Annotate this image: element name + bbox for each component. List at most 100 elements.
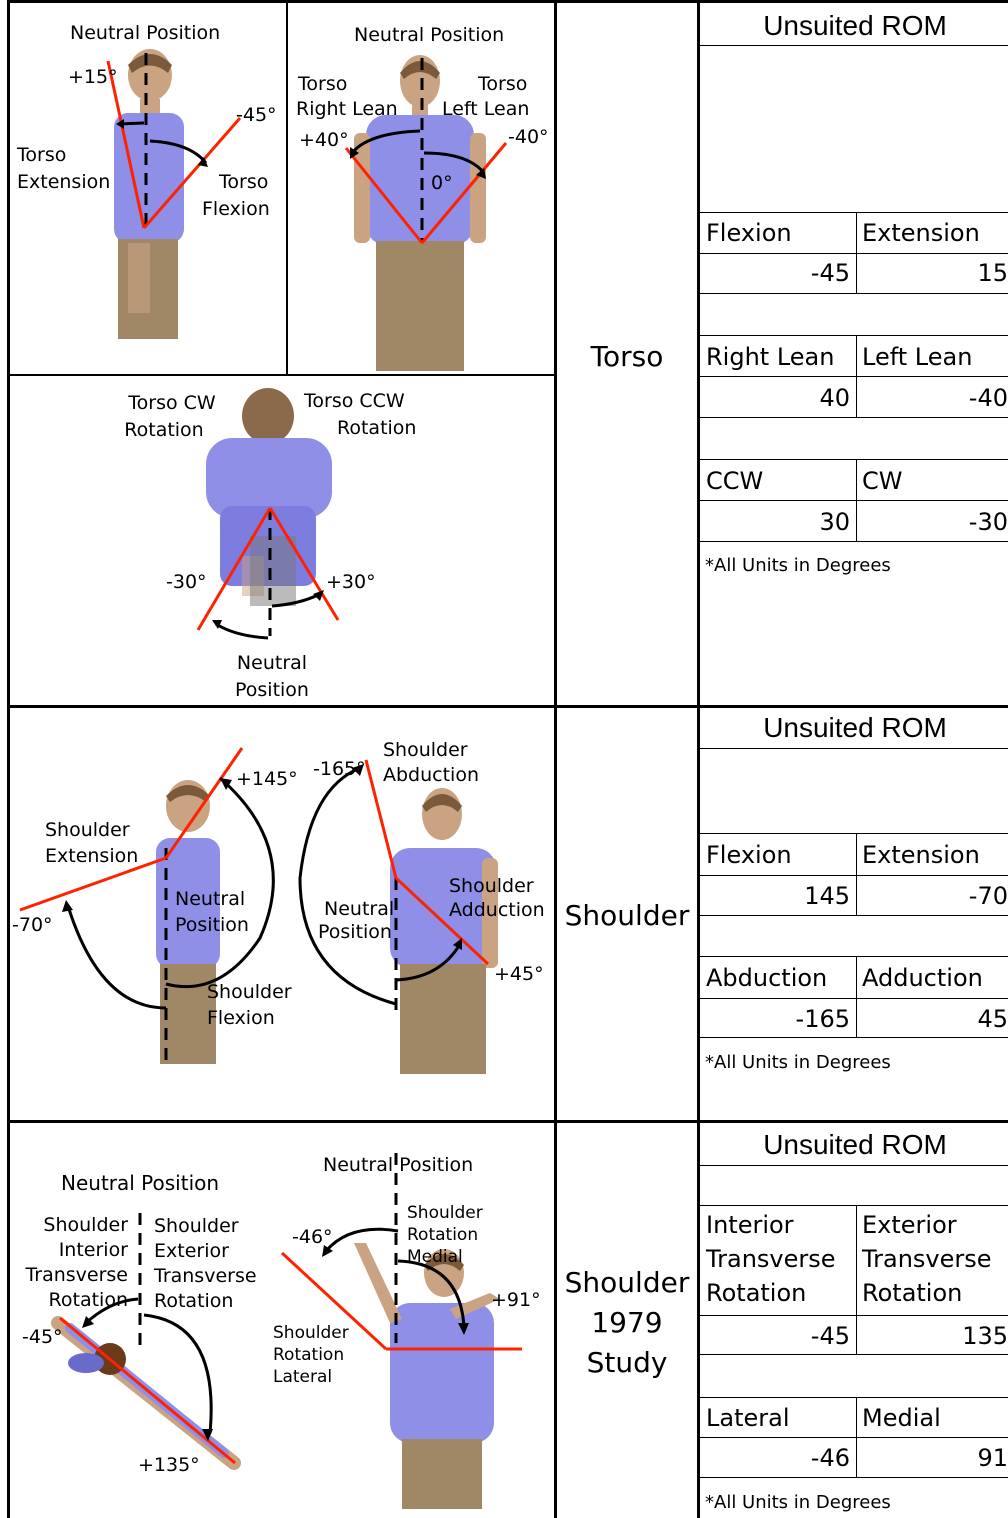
study-v-lateral: -46	[706, 1443, 850, 1473]
torso-tbl-line	[700, 335, 1008, 336]
torso-tbl-line	[700, 253, 1008, 254]
shoulder-h-adduction: Adduction	[862, 963, 983, 993]
region-label-study-3: Study	[557, 1343, 697, 1383]
shoulder-h-extension: Extension	[862, 840, 980, 870]
region-label-torso: Torso	[557, 337, 697, 377]
shoulder-tbl-line	[700, 998, 1008, 999]
torso-front-minus40: -40°	[508, 124, 549, 150]
torso-top-neutral-1: Neutral	[222, 650, 322, 676]
shoulder-plus145: +145°	[236, 766, 298, 792]
torso-v-extension: 15	[862, 258, 1008, 288]
study-h-exterior-3: Rotation	[862, 1278, 962, 1308]
torso-h-cw: CW	[862, 466, 903, 496]
torso-left-lean-label-1: Torso	[478, 71, 527, 97]
torso-tbl-vline	[856, 335, 857, 417]
torso-tbl-line	[700, 376, 1008, 377]
study-tbl-vline	[856, 1205, 857, 1354]
torso-front-zero: 0°	[431, 170, 453, 196]
study-minus45: -45°	[22, 1324, 63, 1350]
study-h-exterior-2: Transverse	[862, 1244, 992, 1274]
shoulder-abduction-label-1: Shoulder	[383, 737, 468, 763]
torso-tbl-line	[700, 212, 1008, 213]
study-minus46: -46°	[292, 1224, 333, 1250]
torso-v-ccw: 30	[706, 507, 850, 537]
study-tbl-line	[700, 1205, 1008, 1206]
study-rom-title: Unsuited ROM	[700, 1129, 1008, 1161]
shoulder-v-extension: -70	[862, 881, 1008, 911]
torso-tbl-line	[700, 417, 1008, 418]
shoulder-neutral-a-1: Neutral	[175, 886, 245, 912]
divider-region-table	[697, 0, 700, 1518]
torso-tbl-vline	[856, 459, 857, 541]
study-neutral-right: Neutral Position	[323, 1152, 473, 1178]
torso-right-lean-label-2: Right Lean	[296, 96, 398, 122]
torso-tbl-line	[700, 293, 1008, 294]
torso-v-left-lean: -40	[862, 383, 1008, 413]
torso-flexion-label-1: Torso	[219, 169, 268, 195]
region-label-shoulder: Shoulder	[557, 896, 697, 936]
study-tbl-line	[700, 1354, 1008, 1355]
shoulder-abduction-label-2: Abduction	[383, 762, 479, 788]
shoulder-extension-label-2: Extension	[45, 843, 138, 869]
shoulder-tbl-line	[700, 875, 1008, 876]
study-units-note: *All Units in Degrees	[705, 1492, 891, 1513]
study-plus135: +135°	[138, 1452, 200, 1478]
study-exterior-1: Shoulder	[154, 1213, 239, 1239]
torso-flexion-label-2: Flexion	[202, 196, 270, 222]
torso-tbl-line	[700, 500, 1008, 501]
study-h-interior-1: Interior	[706, 1210, 794, 1240]
torso-title-underline	[700, 45, 1008, 46]
study-v-medial: 91	[862, 1443, 1008, 1473]
torso-ccw-label-1: Torso CCW	[304, 388, 405, 414]
shoulder-minus70: -70°	[12, 912, 53, 938]
torso-top-plus30: +30°	[326, 569, 376, 595]
torso-right-lean-label-1: Torso	[298, 71, 347, 97]
torso-tbl-line	[700, 459, 1008, 460]
torso-side-minus45: -45°	[236, 102, 277, 128]
study-exterior-2: Exterior	[154, 1238, 229, 1264]
study-h-medial: Medial	[862, 1403, 941, 1433]
shoulder-tbl-line	[700, 915, 1008, 916]
study-lateral-3: Lateral	[273, 1364, 332, 1390]
shoulder-tbl-line	[700, 833, 1008, 834]
study-interior-2: Interior	[20, 1237, 128, 1263]
study-v-exterior: 135	[862, 1321, 1008, 1351]
torso-left-lean-label-2: Left Lean	[442, 96, 529, 122]
torso-h-ccw: CCW	[706, 466, 763, 496]
shoulder-title-underline	[700, 748, 1008, 749]
torso-side-neutral-label: Neutral Position	[70, 20, 220, 46]
shoulder-flexion-label-2: Flexion	[207, 1005, 275, 1031]
shoulder-rom-title: Unsuited ROM	[700, 712, 1008, 744]
torso-rom-title: Unsuited ROM	[700, 10, 1008, 42]
shoulder-h-abduction: Abduction	[706, 963, 827, 993]
shoulder-flexion-label-1: Shoulder	[207, 979, 292, 1005]
torso-front-plus40: +40°	[299, 127, 349, 153]
study-tbl-line	[700, 1437, 1008, 1438]
region-label-study-2: 1979	[557, 1303, 697, 1343]
torso-tbl-vline	[856, 212, 857, 293]
torso-h-extension: Extension	[862, 218, 980, 248]
torso-h-flexion: Flexion	[706, 218, 792, 248]
shoulder-tbl-vline	[856, 956, 857, 1037]
study-interior-3: Transverse	[18, 1262, 128, 1288]
shoulder-tbl-vline	[856, 833, 857, 915]
torso-v-cw: -30	[862, 507, 1008, 537]
torso-extension-label-2: Extension	[17, 169, 110, 195]
torso-extension-label-1: Torso	[17, 142, 66, 168]
shoulder-neutral-b-2: Position	[318, 919, 392, 945]
shoulder-v-abduction: -165	[706, 1004, 850, 1034]
study-interior-1: Shoulder	[20, 1212, 128, 1238]
shoulder-units-note: *All Units in Degrees	[705, 1052, 891, 1073]
shoulder-minus165: -165°	[313, 756, 366, 782]
torso-front-figure	[288, 3, 554, 374]
study-neutral-left: Neutral Position	[61, 1170, 219, 1196]
shoulder-tbl-line	[700, 1037, 1008, 1038]
shoulder-adduction-label-2: Adduction	[449, 897, 545, 923]
study-tbl-vline	[856, 1397, 857, 1477]
shoulder-h-flexion: Flexion	[706, 840, 792, 870]
torso-cw-label-2: Rotation	[112, 417, 216, 443]
torso-v-flexion: -45	[706, 258, 850, 288]
study-interior-4: Rotation	[20, 1287, 128, 1313]
shoulder-v-flexion: 145	[706, 881, 850, 911]
study-plus91: +91°	[491, 1287, 541, 1313]
